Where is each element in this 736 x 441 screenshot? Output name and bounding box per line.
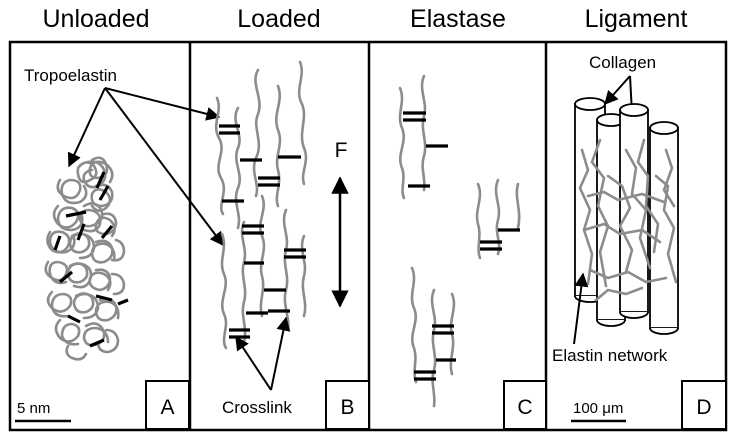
panel-b-letter-box: B bbox=[325, 380, 370, 430]
crosslink bbox=[58, 270, 74, 284]
collagen-fibril bbox=[619, 103, 649, 319]
crosslink bbox=[95, 171, 106, 189]
crosslink-label: Crosslink bbox=[222, 398, 292, 417]
crosslink-arrow bbox=[270, 316, 291, 391]
crosslink bbox=[95, 294, 113, 302]
crosslink bbox=[89, 338, 105, 348]
elastin-network-arrow bbox=[573, 272, 589, 345]
crosslink-arrow bbox=[235, 335, 272, 391]
crosslink bbox=[117, 298, 129, 306]
collagen-arrow bbox=[604, 75, 631, 106]
crosslink bbox=[98, 185, 110, 201]
crosslink bbox=[65, 210, 87, 218]
crosslink bbox=[67, 314, 81, 324]
panel-c-letter-box: C bbox=[503, 380, 547, 430]
panel-a-letter-box: A bbox=[145, 380, 190, 430]
panel-a-title: Unloaded bbox=[42, 5, 149, 33]
force-label: F bbox=[335, 139, 348, 162]
loaded-fibers bbox=[214, 60, 308, 350]
elastin-network-label: Elastin network bbox=[552, 346, 668, 365]
tropoelastin-coil bbox=[44, 156, 126, 361]
panel-a-letter: A bbox=[160, 396, 174, 419]
elastin-network bbox=[578, 138, 678, 302]
panel-b-title: Loaded bbox=[237, 5, 320, 33]
elastase-fragments bbox=[398, 74, 521, 408]
tropoelastin-arrow bbox=[104, 87, 224, 247]
crosslink bbox=[76, 223, 86, 241]
panel-c-letter: C bbox=[517, 396, 532, 419]
panel-d-letter-box: D bbox=[681, 380, 727, 430]
tropoelastin-label: Tropoelastin bbox=[24, 66, 117, 85]
tropoelastin-crosslinks bbox=[53, 171, 129, 348]
tropoelastin-arrow bbox=[67, 87, 106, 168]
crosslink bbox=[100, 224, 114, 240]
panel-b-letter: B bbox=[340, 396, 354, 419]
panel-d-letter: D bbox=[696, 396, 711, 419]
panel-d-title: Ligament bbox=[585, 5, 688, 33]
elastase-crosslinks bbox=[403, 111, 520, 381]
crosslink bbox=[53, 235, 62, 251]
tropoelastin-arrow bbox=[104, 87, 221, 121]
scale-bar-label-d: 100 μm bbox=[573, 400, 623, 417]
panel-c-title: Elastase bbox=[410, 5, 506, 33]
loaded-crosslinks bbox=[219, 124, 306, 339]
scale-bar-label-a: 5 nm bbox=[17, 400, 50, 417]
collagen-label: Collagen bbox=[589, 53, 656, 72]
